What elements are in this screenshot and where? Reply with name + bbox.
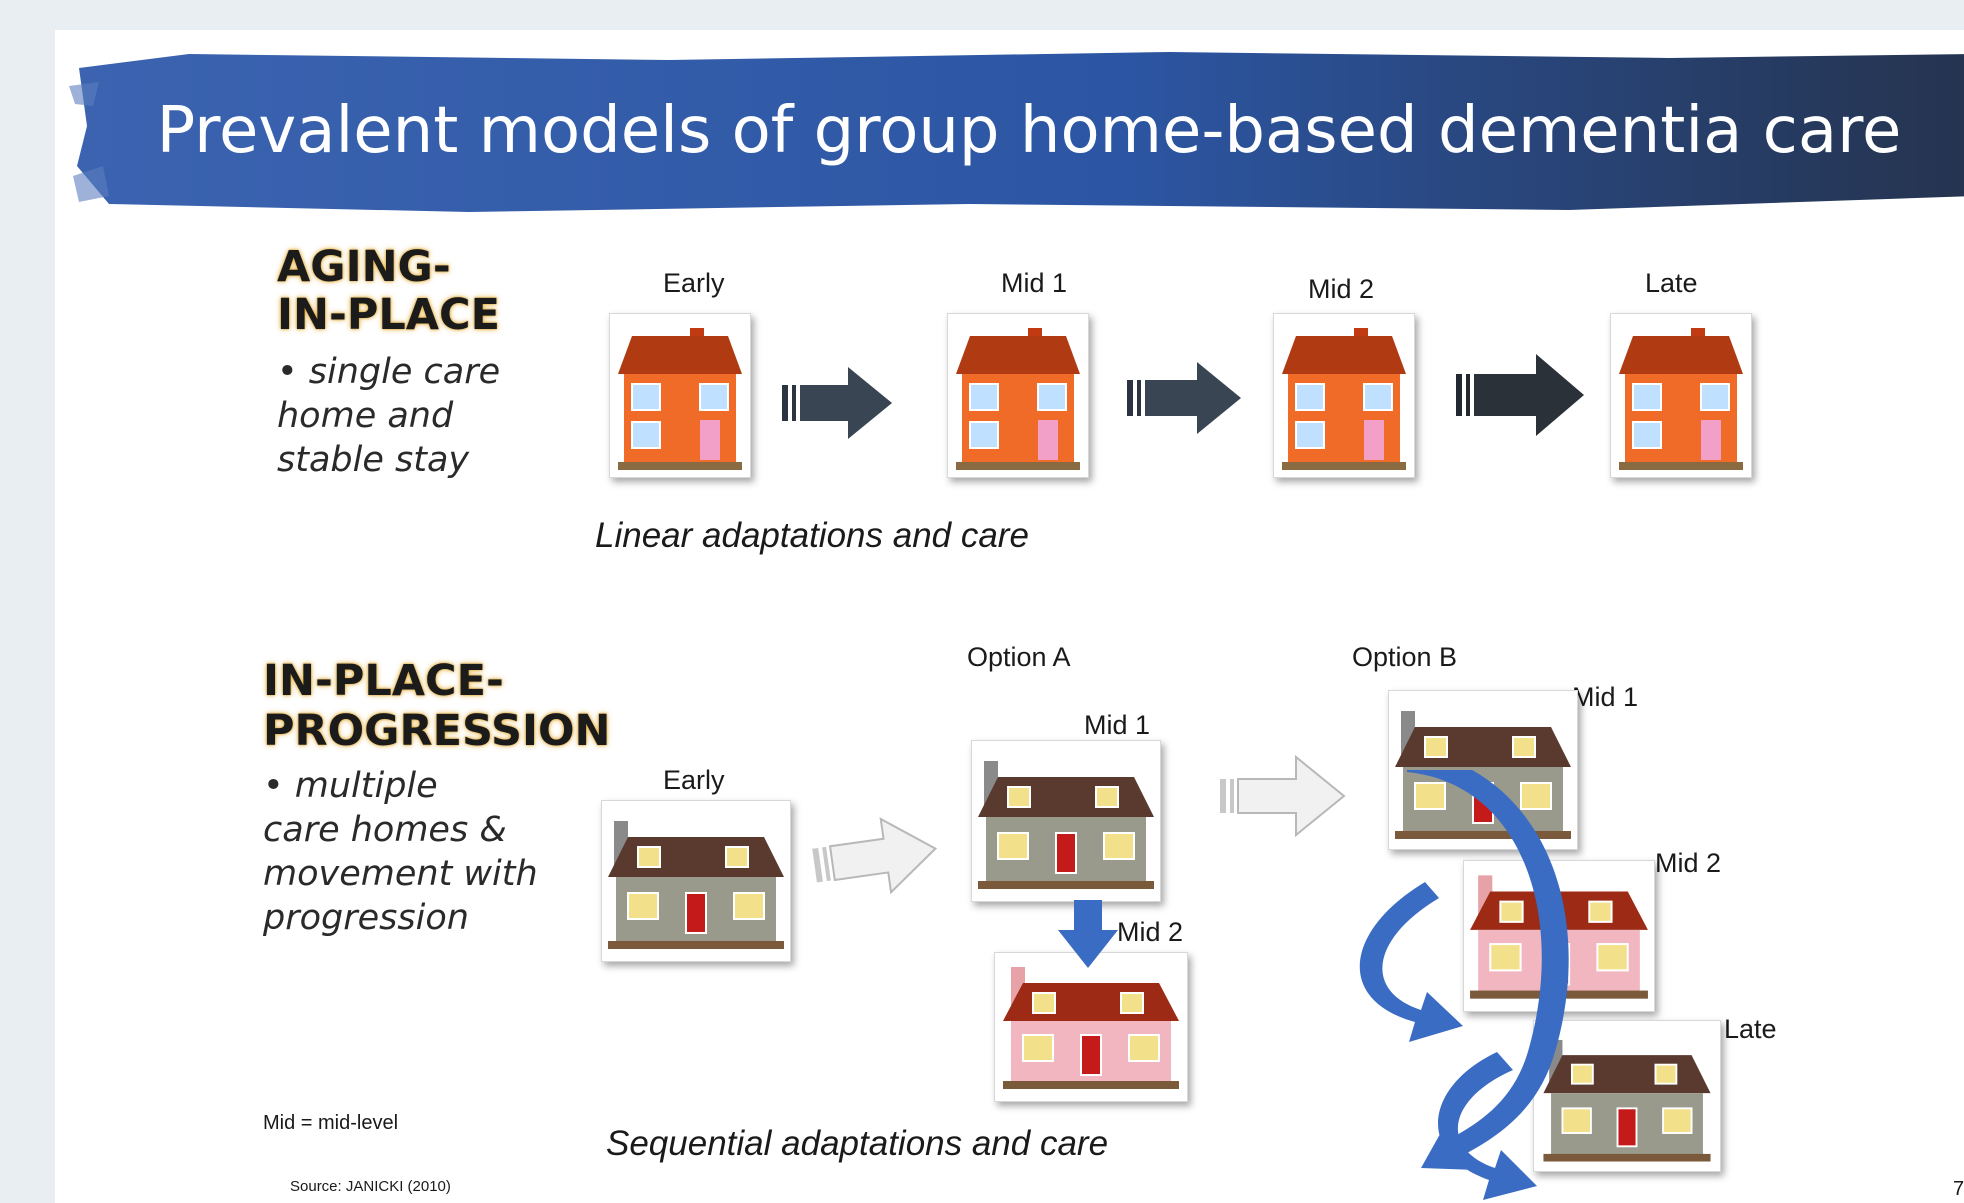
- progression-heading-line2: PROGRESSION: [263, 706, 611, 756]
- footnote: Mid = mid-level: [263, 1112, 399, 1134]
- house-grey-icon: [1543, 1039, 1711, 1162]
- arrow-right-dark-icon: [1127, 362, 1241, 434]
- progression-heading-line1: IN-PLACE-: [263, 656, 504, 706]
- aging-stage-early-label: Early: [663, 268, 725, 298]
- aging-stage-mid2-label: Mid 2: [1308, 274, 1375, 304]
- arrow-right-dark-icon: [782, 367, 892, 439]
- house-grey-icon: [608, 821, 784, 949]
- option-b-late-label: Late: [1724, 1014, 1777, 1044]
- house-pink-icon: [1003, 967, 1179, 1089]
- option-a-mid2-label: Mid 2: [1117, 917, 1184, 947]
- source-note: Source: JANICKI (2010): [290, 1178, 451, 1195]
- option-b-house-late: [1533, 1020, 1721, 1172]
- house-orange-icon: [1619, 328, 1743, 470]
- progression-early-label: Early: [663, 765, 725, 795]
- house-grey-icon: [978, 761, 1154, 889]
- banner-brush-shape: [69, 52, 1964, 212]
- aging-heading-line1: AGING-: [277, 242, 451, 292]
- title-banner: Prevalent models of group home-based dem…: [69, 46, 1964, 216]
- progression-desc-line1: • multiple: [263, 766, 438, 806]
- arrow-right-light-icon: [1220, 754, 1346, 838]
- option-a-mid1-label: Mid 1: [1084, 710, 1151, 740]
- aging-house-mid1: [947, 313, 1089, 478]
- aging-heading-line2: IN-PLACE: [277, 290, 500, 340]
- option-a-label: Option A: [967, 642, 1071, 672]
- curved-arrow-mid1-to-late-icon: [1406, 770, 1569, 1170]
- aging-stage-mid1-label: Mid 1: [1001, 268, 1068, 298]
- aging-house-mid2: [1273, 313, 1415, 478]
- progression-desc-line3: movement with: [263, 854, 538, 894]
- option-b-mid2-label: Mid 2: [1655, 848, 1722, 878]
- aging-house-early: [609, 313, 751, 478]
- house-orange-icon: [956, 328, 1080, 470]
- option-b-mid1-label: Mid 1: [1572, 682, 1639, 712]
- arrow-right-dark-icon: [1456, 354, 1584, 436]
- curved-arrows-group: [1359, 770, 1569, 1200]
- house-orange-icon: [1282, 328, 1406, 470]
- aging-stage-late-label: Late: [1645, 268, 1698, 298]
- progression-house-early: [601, 800, 791, 962]
- option-b-label: Option B: [1352, 642, 1458, 672]
- progression-desc-line2: care homes &: [263, 810, 507, 850]
- aging-desc-line3: stable stay: [277, 440, 470, 480]
- page-title: Prevalent models of group home-based dem…: [156, 94, 1902, 168]
- slide: Prevalent models of group home-based dem…: [55, 30, 1964, 1203]
- aging-caption: Linear adaptations and care: [595, 516, 1029, 555]
- house-orange-icon: [618, 328, 742, 470]
- aging-desc-line2: home and: [277, 396, 454, 436]
- progression-caption: Sequential adaptations and care: [606, 1124, 1109, 1163]
- page-number: 7: [1953, 1178, 1964, 1200]
- aging-desc-line1: • single care: [277, 352, 501, 392]
- progression-desc-line4: progression: [263, 898, 469, 938]
- aging-house-late: [1610, 313, 1752, 478]
- arrow-down-blue-icon: [1058, 900, 1118, 968]
- option-a-house-mid1: [971, 740, 1161, 902]
- option-a-house-mid2: [994, 952, 1188, 1102]
- arrow-right-light-icon: [812, 817, 938, 895]
- curved-arrow-mid1-to-mid2-icon: [1359, 882, 1463, 1042]
